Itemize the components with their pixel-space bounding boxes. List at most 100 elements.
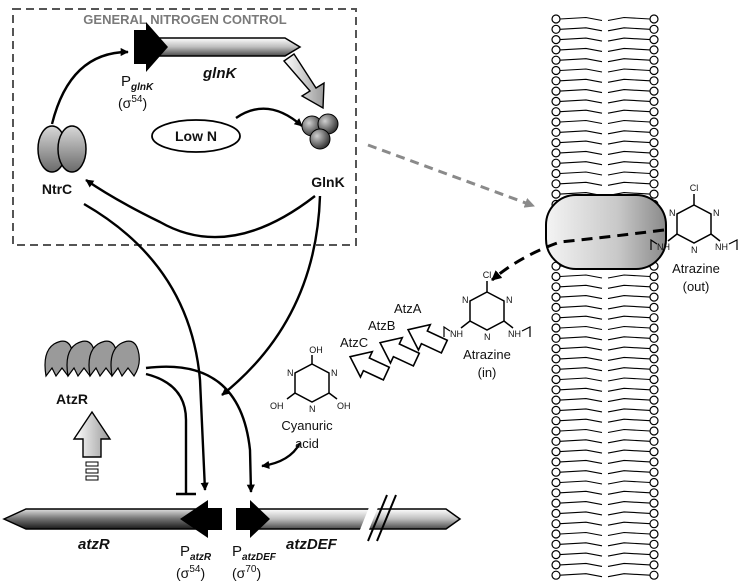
lipid-tail	[607, 16, 651, 22]
lipid-head	[551, 55, 561, 65]
low-n-to-glnk-arrow	[235, 107, 303, 127]
svg-text:Cl: Cl	[483, 270, 492, 280]
svg-text:NH: NH	[715, 242, 728, 252]
lipid-head	[649, 344, 659, 354]
svg-text:N: N	[691, 245, 698, 255]
ntrc-label: NtrC	[42, 181, 72, 197]
lipid-tail	[607, 181, 651, 186]
lipid-tail	[607, 531, 651, 537]
lipid-tail	[559, 68, 603, 73]
lipid-tail	[559, 325, 603, 331]
lipid-head	[649, 138, 659, 148]
lipid-head	[551, 323, 561, 333]
lipid-tail	[559, 542, 603, 547]
lipid-head	[551, 477, 561, 488]
glnk-promoter-label: PglnK	[121, 73, 154, 93]
atrazine-out-label-2: (out)	[683, 279, 710, 294]
nitrogen-to-transporter-dashed-arrow	[367, 143, 535, 208]
svg-text:NH: NH	[450, 329, 463, 339]
lipid-tail	[559, 171, 603, 176]
svg-text:N: N	[484, 332, 491, 342]
lipid-head	[649, 560, 659, 570]
lipid-tail	[559, 140, 603, 145]
atzr-promoter-arrow	[180, 500, 222, 538]
lipid-head	[551, 426, 561, 436]
lipid-head	[551, 498, 561, 508]
lipid-head	[551, 96, 561, 107]
lipid-head	[551, 333, 561, 343]
lipid-head	[551, 436, 561, 446]
lipid-tail	[559, 367, 603, 372]
svg-text:N: N	[462, 295, 469, 305]
lipid-tail	[607, 336, 651, 341]
atzr-represses-atzr-line	[145, 372, 188, 493]
svg-text:N: N	[309, 404, 316, 414]
lipid-tail	[559, 573, 603, 578]
lipid-head	[649, 65, 659, 76]
lipid-head	[551, 86, 561, 96]
lipid-head	[649, 364, 659, 374]
lipid-tail	[559, 418, 603, 423]
lipid-tail	[607, 171, 651, 176]
lipid-head	[649, 405, 659, 415]
lipid-head	[551, 385, 561, 395]
lipid-tail	[559, 470, 603, 475]
lipid-tail	[607, 284, 651, 289]
atza-label: AtzA	[394, 301, 422, 316]
lipid-head	[551, 138, 561, 148]
svg-text:N: N	[669, 208, 676, 218]
lipid-tail	[559, 511, 603, 516]
glnk-expression-arrow	[282, 53, 325, 110]
lipid-tail	[559, 356, 603, 361]
lipid-head	[649, 107, 659, 117]
lipid-tail	[559, 16, 603, 22]
lipid-head	[551, 416, 561, 426]
atzc-step-arrow	[348, 350, 391, 382]
lipid-tail	[607, 109, 651, 114]
lipid-head	[551, 148, 561, 158]
lipid-tail	[559, 439, 603, 444]
lipid-tail	[607, 459, 651, 464]
lipid-tail	[607, 562, 651, 567]
lipid-tail	[607, 480, 651, 485]
ntrc-protein-shape	[37, 125, 87, 173]
lipid-head	[551, 405, 561, 415]
lipid-tail	[607, 37, 651, 42]
lipid-tail	[607, 552, 651, 557]
lipid-head	[551, 467, 561, 477]
glnk-protein-label: GlnK	[311, 174, 344, 190]
glnk-gene-label: glnK	[202, 65, 237, 82]
atzdef-break-line-1	[367, 494, 388, 542]
lipid-head	[649, 76, 659, 86]
lipid-tail	[559, 99, 603, 104]
lipid-tail	[607, 356, 651, 361]
lipid-head	[649, 168, 659, 179]
lipid-tail	[559, 295, 603, 300]
lipid-head	[649, 457, 659, 467]
lipid-tail	[559, 531, 603, 537]
lipid-head	[551, 539, 561, 549]
lipid-head	[551, 488, 561, 498]
lipid-tail	[607, 367, 651, 372]
atrazine-out-structure: Cl N N N NH NH	[650, 183, 738, 255]
lipid-head	[649, 426, 659, 436]
lipid-head	[649, 529, 659, 539]
lipid-head	[649, 508, 659, 519]
lipid-head	[551, 302, 561, 312]
lipid-tail	[607, 418, 651, 423]
lipid-tail	[607, 325, 651, 331]
lipid-tail	[607, 315, 651, 320]
lipid-tail	[559, 387, 603, 392]
lipid-head	[649, 570, 659, 580]
svg-text:OH: OH	[309, 345, 323, 355]
atzr-arrow-stub-3	[85, 475, 99, 481]
lipid-head	[551, 282, 561, 292]
atrazine-out-label-1: Atrazine	[672, 261, 720, 276]
lipid-tail	[607, 490, 651, 495]
lipid-tail	[607, 377, 651, 382]
lipid-head	[649, 55, 659, 65]
lipid-head	[649, 292, 659, 302]
lipid-tail	[607, 573, 651, 578]
lipid-head	[551, 529, 561, 539]
